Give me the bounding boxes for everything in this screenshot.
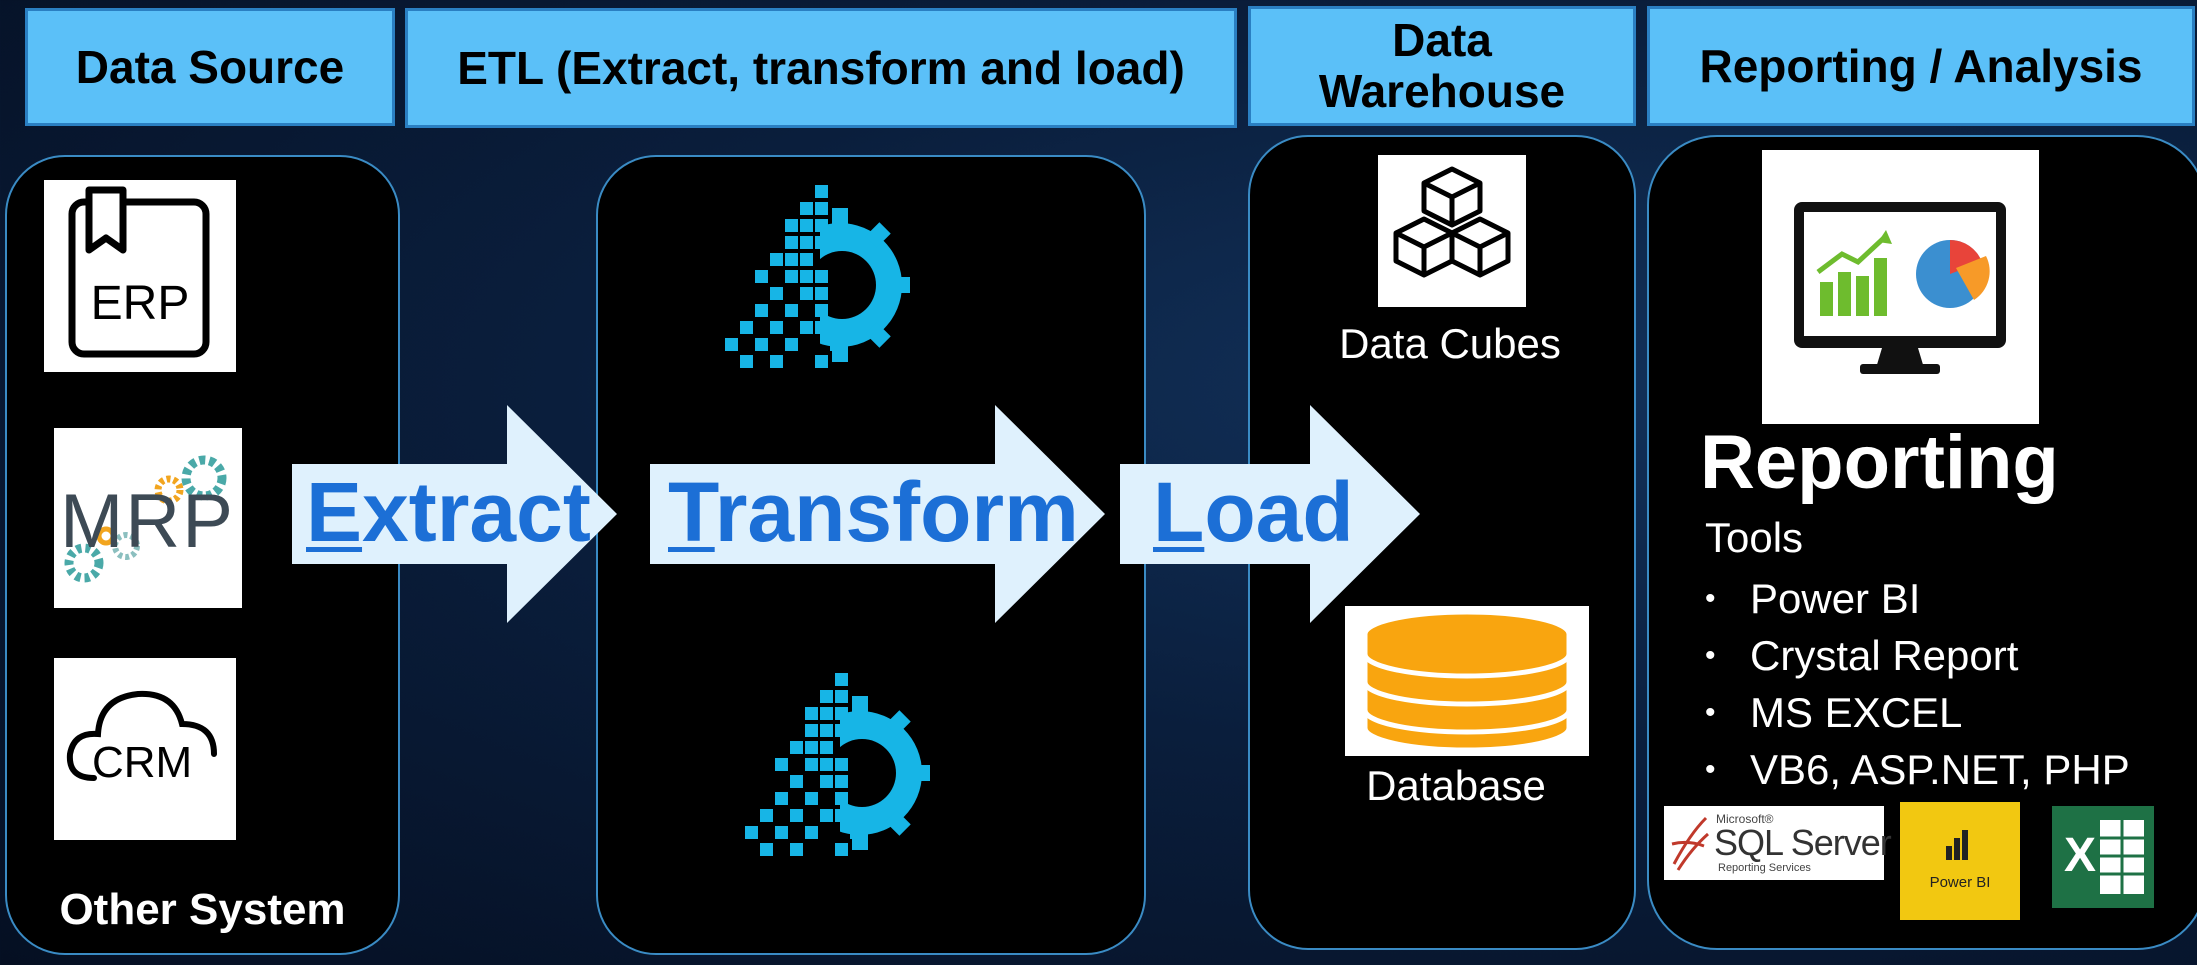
mrp-gears-icon <box>64 455 227 583</box>
database-logo <box>1345 606 1589 756</box>
transform-gear-top-icon <box>725 185 910 375</box>
reporting-title: Reporting <box>1700 420 2059 505</box>
powerbi-bars-icon <box>1946 830 1968 860</box>
cubes-icon <box>1393 166 1511 278</box>
reporting-tools-list: •Power BI •Crystal Report •MS EXCEL •VB6… <box>1705 570 2130 798</box>
extract-label: Extract <box>306 465 591 559</box>
transform-arrow <box>650 405 1105 623</box>
sql-server-sub-text: Reporting Services <box>1718 862 1811 874</box>
header-etl: ETL (Extract, transform and load) <box>405 8 1237 128</box>
sql-server-text: SQL Server <box>1714 822 1892 863</box>
excel-logo: X <box>2052 806 2154 908</box>
sql-server-icon <box>1671 816 1709 871</box>
header-warehouse: Data Warehouse <box>1248 6 1636 126</box>
other-system-label: Other System <box>59 885 346 934</box>
erp-document-icon <box>68 186 210 358</box>
database-icon <box>1362 609 1572 753</box>
crm-cloud-icon <box>66 690 217 781</box>
crm-logo: CRM <box>54 658 236 840</box>
load-arrow <box>1120 405 1420 623</box>
mrp-label: MRP <box>60 479 235 564</box>
powerbi-logo: Power BI <box>1900 802 2020 920</box>
powerbi-text: Power BI <box>1929 874 1991 891</box>
transform-label: Transform <box>668 465 1079 559</box>
data-cubes-label: Data Cubes <box>1339 320 1561 367</box>
database-label: Database <box>1366 762 1546 809</box>
mrp-logo: MRP <box>54 428 242 608</box>
load-label: Load <box>1153 465 1354 559</box>
erp-logo: ERP <box>44 180 236 372</box>
sql-server-logo: Microsoft® SQL Server Reporting Services <box>1664 806 1892 880</box>
reporting-monitor-logo <box>1762 150 2039 424</box>
erp-label: ERP <box>90 277 190 330</box>
header-data-source: Data Source <box>25 8 395 126</box>
list-item: •Power BI <box>1705 574 1921 622</box>
reporting-subtitle: Tools <box>1705 514 1804 561</box>
list-item: •MS EXCEL <box>1705 688 1963 736</box>
excel-grid-icon <box>2100 820 2144 894</box>
data-cubes-logo <box>1378 155 1526 307</box>
list-item: •VB6, ASP.NET, PHP <box>1705 745 2130 793</box>
monitor-chart-icon <box>1794 202 2006 374</box>
list-item: •Crystal Report <box>1705 631 2019 679</box>
sql-server-microsoft-text: Microsoft® <box>1716 812 1774 826</box>
crm-label: CRM <box>92 738 193 787</box>
header-reporting: Reporting / Analysis <box>1647 6 2195 126</box>
extract-arrow <box>292 405 617 623</box>
transform-gear-bottom-icon <box>745 673 930 863</box>
excel-x-text: X <box>2064 829 2097 882</box>
